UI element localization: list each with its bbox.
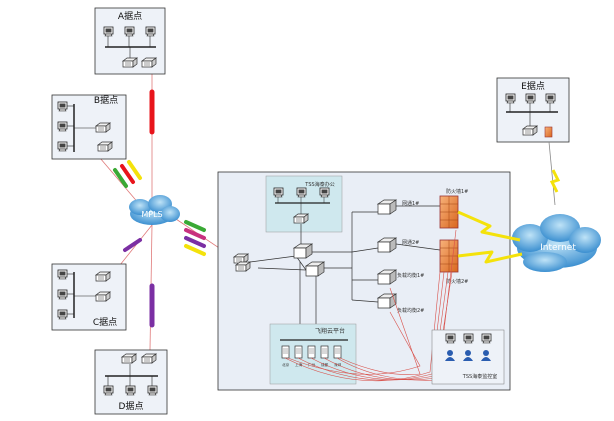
router1-label: 网通1#: [402, 200, 419, 207]
site-a: A据点: [94, 7, 166, 75]
site-e-lightning: [549, 169, 561, 193]
internet-lightning: [457, 210, 523, 264]
hq-datacenter: TSS海泰办公: [217, 171, 511, 391]
firewall2-label: 防火墙2#: [446, 278, 468, 285]
server-label-0: 北京: [282, 362, 290, 367]
site-c: C据点: [51, 263, 127, 331]
mpls-label: MPLS: [141, 210, 162, 219]
link-tubes: [113, 89, 206, 328]
site-b: B据点: [51, 94, 127, 160]
edge-switch-2: [235, 261, 251, 272]
monitor-label: TSS海泰监控室: [462, 373, 497, 380]
site-e-label: E据点: [521, 80, 545, 92]
site-a-switch: [122, 57, 138, 68]
internet-cloud: Internet: [512, 214, 601, 272]
site-b-label: B据点: [94, 94, 118, 106]
firewall1-label: 防火墙1#: [446, 188, 468, 195]
balancer2-label: 负载均衡2#: [397, 307, 424, 314]
site-e-link: [548, 141, 556, 206]
site-e: E据点: [496, 77, 570, 143]
office-label: TSS海泰办公: [304, 181, 334, 188]
cloud-platform-label: 飞翔云平台: [315, 327, 345, 335]
mpls-cloud: MPLS: [129, 195, 180, 225]
core-switch-2: [305, 261, 325, 277]
site-d-label: D据点: [119, 400, 144, 412]
site-c-label: C据点: [93, 316, 117, 328]
internet-label: Internet: [540, 243, 576, 253]
balancer-2: [377, 293, 397, 309]
core-switch-1: [293, 243, 313, 259]
site-a-label: A据点: [118, 10, 142, 22]
edge-switch-1: [233, 253, 249, 264]
server-label-4: 深圳: [334, 362, 342, 367]
balancer1-label: 负载均衡1#: [397, 272, 424, 279]
router-2: [377, 237, 397, 253]
site-d: D据点: [94, 349, 168, 415]
balancer-1: [377, 269, 397, 285]
router-1: [377, 199, 397, 215]
router2-label: 网通2#: [402, 239, 419, 246]
